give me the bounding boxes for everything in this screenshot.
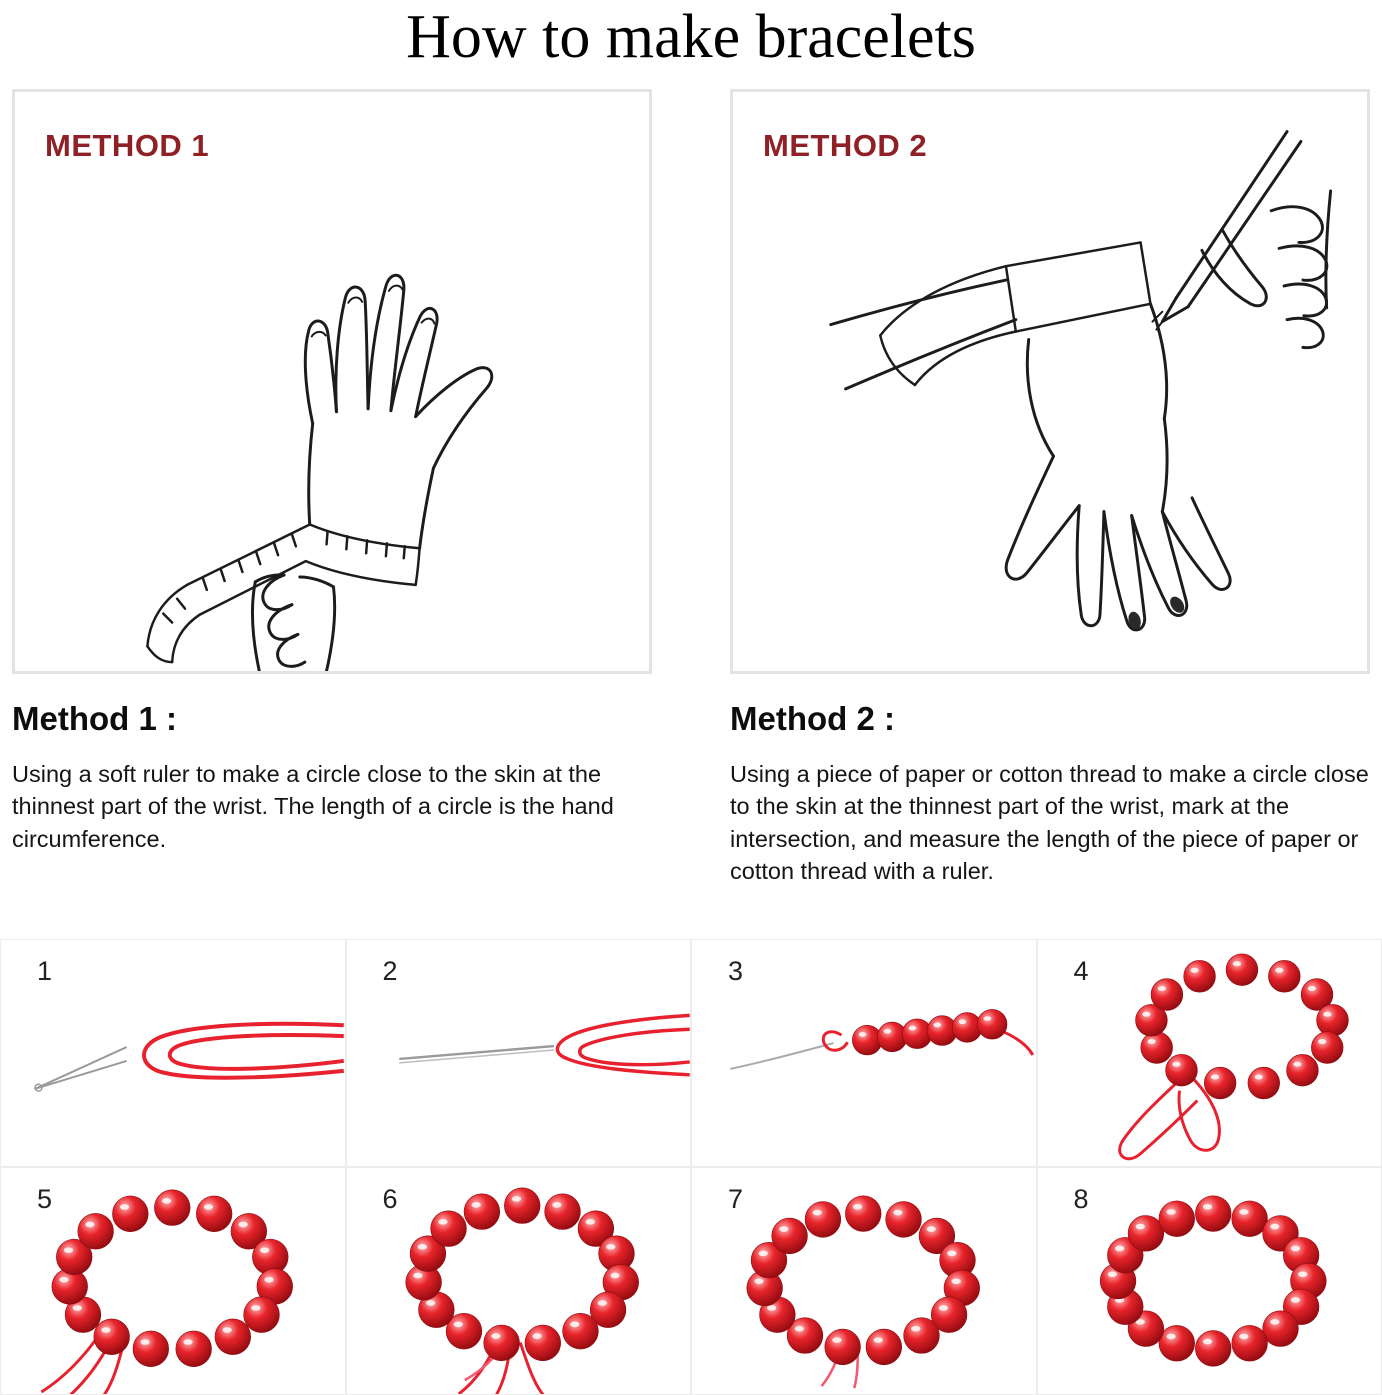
step-cell-7: 7 [691,1167,1037,1395]
step-1-photo-needle-and-folded-cord [34,1021,344,1092]
step-cell-3: 3 [691,939,1037,1167]
step-3-number: 3 [728,956,744,986]
method1-illustration-hand-with-soft-ruler [146,273,494,671]
step-7-number: 7 [728,1184,744,1214]
step-cell-4: 4 [1036,939,1382,1167]
step-2-number: 2 [382,956,398,986]
step-cell-5: 5 [0,1167,346,1395]
method1-label: METHOD 1 [45,128,210,163]
step-cell-2: 2 [345,939,691,1167]
method1-panel: METHOD 1 [12,89,652,674]
step-1-number: 1 [37,956,53,986]
method2-body: Using a piece of paper or cotton thread … [730,761,1369,885]
step-8-number: 8 [1073,1184,1089,1214]
step-3-photo-first-beads-strung [730,1009,1035,1070]
method-panels: METHOD 1 [0,89,1382,674]
steps-grid: 1 2 3 4 5 [0,939,1382,1395]
step-cell-8: 8 [1036,1167,1382,1395]
method2-panel: METHOD 2 [730,89,1370,674]
step-8-photo-finished-bracelet [1099,1195,1327,1367]
step-6-photo-bracelet-threads-tied [405,1187,639,1394]
method-descriptions: Method 1 : Using a soft ruler to make a … [0,700,1382,888]
step-5-photo-bracelet-loose-threads [40,1189,293,1394]
step-4-number: 4 [1073,956,1089,986]
method2-illustration-hand-with-pen-marking-paper [829,130,1333,632]
step-cell-1: 1 [0,939,346,1167]
page-title: How to make bracelets [406,3,976,71]
method2-description: Method 2 : Using a piece of paper or cot… [730,700,1370,888]
method1-heading: Method 1 : [12,700,177,737]
step-4-photo-bead-ring-with-cord-loop [1117,953,1349,1161]
step-cell-6: 6 [345,1167,691,1395]
step-6-number: 6 [382,1184,398,1214]
method2-heading: Method 2 : [730,700,895,737]
method2-label: METHOD 2 [763,128,928,163]
step-5-number: 5 [37,1184,53,1214]
method1-body: Using a soft ruler to make a circle clos… [12,761,614,852]
method1-description: Method 1 : Using a soft ruler to make a … [12,700,652,888]
step-7-photo-bracelet-trimmed-threads [746,1195,980,1389]
step-2-photo-cord-threaded-through-needle [398,1013,690,1077]
